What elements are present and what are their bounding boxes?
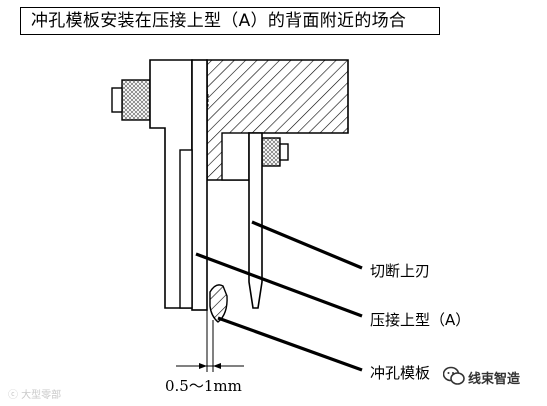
- wechat-icon: [443, 366, 465, 385]
- die-slot: [221, 132, 250, 181]
- dimension-label: 0.5～1mm: [165, 377, 242, 395]
- punch-leader: [217, 316, 363, 372]
- label-cutter: 切断上刃: [370, 262, 431, 280]
- dim-arrow-left: [199, 363, 207, 369]
- title-frame: 冲孔模板安装在压接上型（A）的背面附近的场合: [20, 7, 440, 35]
- cutter-blade: [248, 132, 263, 309]
- punch-plate-part: [209, 284, 228, 323]
- label-crimper: 压接上型（A）: [370, 311, 471, 329]
- right-bolt-nut: [279, 143, 289, 161]
- watermark-right: 线束智造: [468, 372, 521, 387]
- right-bolt-head: [261, 137, 281, 167]
- diagram-title: 冲孔模板安装在压接上型（A）的背面附近的场合: [31, 11, 407, 31]
- dim-arrow-right: [213, 363, 221, 369]
- crimper-leader: [195, 252, 363, 318]
- cutter-leader: [251, 220, 363, 270]
- inner-strip: [179, 149, 193, 309]
- watermark-left: ⓒ 大型零部: [8, 390, 62, 401]
- left-bolt-nut: [111, 87, 123, 113]
- label-punch-plate: 冲孔模板: [370, 364, 431, 382]
- crimper-plate: [191, 59, 208, 311]
- left-bolt-head: [121, 79, 151, 121]
